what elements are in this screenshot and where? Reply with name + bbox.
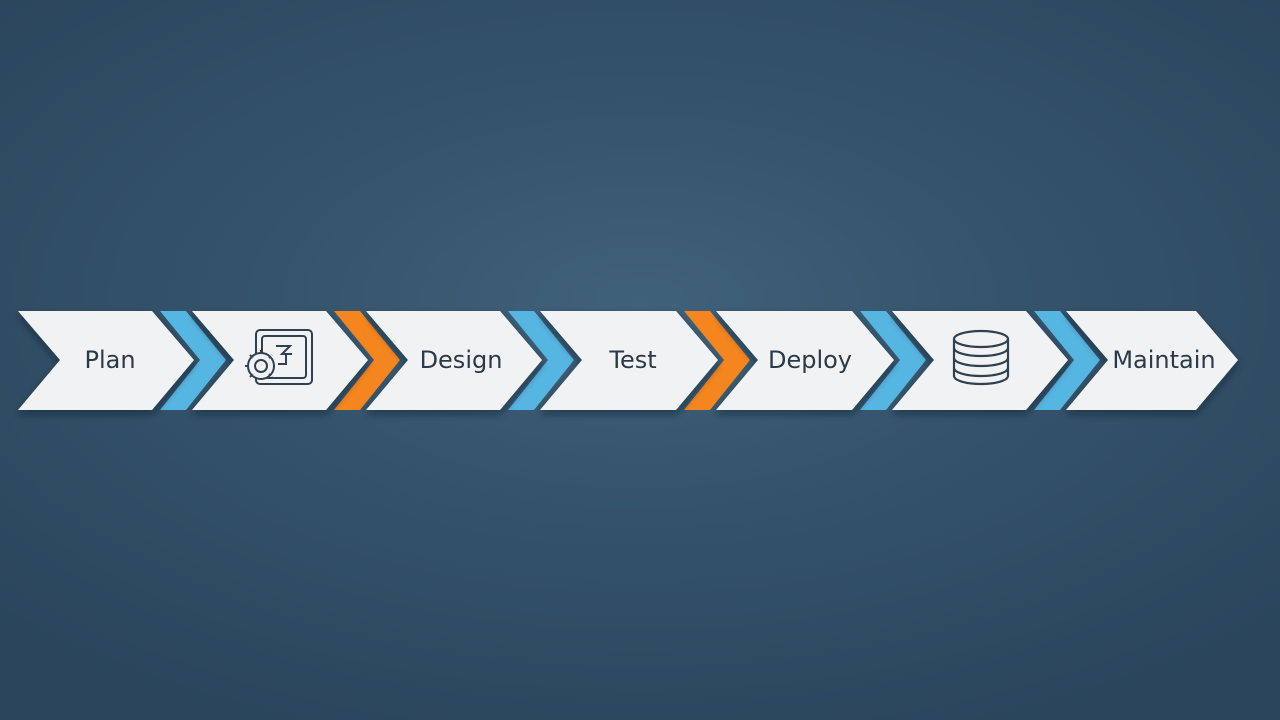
step-maintain	[1066, 311, 1238, 410]
step-design	[366, 311, 542, 410]
step-test	[540, 311, 718, 410]
connector-2	[334, 311, 400, 410]
step-label-test: Test	[608, 346, 656, 374]
connector-5	[860, 311, 926, 410]
connector-4	[684, 311, 750, 410]
step-icon-database	[892, 311, 1068, 410]
step-label-deploy: Deploy	[768, 346, 852, 374]
step-label-maintain: Maintain	[1112, 346, 1215, 374]
step-plan	[18, 311, 194, 410]
connector-6	[1034, 311, 1100, 410]
step-deploy	[716, 311, 894, 410]
chevron-layer	[18, 311, 1238, 410]
connector-1	[160, 311, 226, 410]
gear-design-icon	[245, 329, 313, 385]
step-label-design: Design	[420, 346, 503, 374]
step-icon-design	[192, 311, 368, 410]
connector-3	[508, 311, 574, 410]
step-label-plan: Plan	[84, 346, 135, 374]
database-icon	[952, 329, 1010, 386]
connector-layer	[160, 311, 1100, 410]
